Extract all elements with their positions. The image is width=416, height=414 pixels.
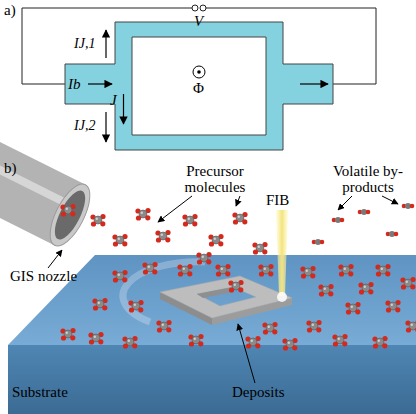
molecule bbox=[196, 252, 211, 265]
molecule bbox=[88, 332, 103, 345]
molecule bbox=[228, 280, 243, 293]
molecule bbox=[318, 284, 333, 297]
molecule bbox=[245, 336, 260, 349]
leader-arrow bbox=[238, 324, 255, 383]
current-arrow bbox=[300, 83, 328, 84]
gis-nozzle-rim bbox=[42, 178, 98, 251]
molecule bbox=[400, 277, 415, 290]
part-name: Deposits bbox=[232, 384, 285, 400]
molecule bbox=[142, 262, 157, 275]
current-arrow bbox=[105, 30, 106, 58]
panel-label: b) bbox=[4, 160, 17, 176]
molecule bbox=[188, 334, 203, 347]
leader-arrow bbox=[48, 250, 62, 268]
terminal bbox=[192, 5, 198, 11]
signal-name: V bbox=[194, 13, 203, 29]
byproduct bbox=[312, 239, 325, 245]
molecule bbox=[332, 334, 347, 347]
molecule bbox=[112, 270, 127, 283]
molecule bbox=[262, 322, 277, 335]
part-name: Precursor molecules bbox=[160, 163, 270, 195]
molecule bbox=[252, 242, 267, 255]
gis-nozzle-opening bbox=[49, 186, 91, 243]
part-name: GIS nozzle bbox=[10, 268, 77, 284]
molecule bbox=[375, 264, 390, 277]
signal-name: J bbox=[110, 92, 117, 108]
molecule bbox=[358, 282, 373, 295]
beam-spot bbox=[277, 292, 287, 302]
substrate-top bbox=[8, 255, 416, 345]
part-name: Substrate bbox=[12, 384, 68, 400]
ion-beam bbox=[276, 210, 288, 296]
part-name: FIB bbox=[266, 192, 289, 208]
current-arrow bbox=[88, 83, 112, 84]
molecule bbox=[156, 320, 171, 333]
leader-arrow bbox=[236, 196, 240, 206]
molecule bbox=[182, 214, 197, 227]
molecule bbox=[208, 234, 223, 247]
byproduct bbox=[358, 209, 371, 215]
byproducts bbox=[312, 203, 415, 245]
signal-name: Φ bbox=[193, 80, 204, 96]
molecule bbox=[372, 336, 387, 349]
molecule bbox=[135, 208, 150, 221]
substrate-front bbox=[8, 345, 416, 414]
molecule bbox=[112, 234, 127, 247]
panel-label: a) bbox=[4, 2, 16, 18]
terminal bbox=[200, 5, 206, 11]
molecule bbox=[405, 320, 416, 333]
molecule bbox=[60, 204, 75, 217]
molecule bbox=[128, 300, 143, 313]
molecule bbox=[177, 264, 192, 277]
leader-arrow bbox=[158, 196, 192, 222]
deposit-inner-wall bbox=[197, 287, 233, 298]
molecule bbox=[60, 328, 75, 341]
molecule bbox=[282, 338, 297, 351]
molecule bbox=[155, 230, 170, 243]
part-name: Volatile by-products bbox=[322, 163, 414, 195]
molecule bbox=[306, 320, 321, 333]
deposit-ring bbox=[160, 276, 292, 318]
signal-name: Ib bbox=[68, 76, 81, 92]
byproduct bbox=[402, 203, 415, 209]
molecule bbox=[215, 264, 230, 277]
signal-name: IJ,2 bbox=[74, 118, 95, 134]
leader-arrow bbox=[382, 196, 398, 204]
molecule bbox=[232, 212, 247, 225]
flux-symbol bbox=[197, 70, 201, 74]
molecule bbox=[385, 300, 400, 313]
molecule bbox=[90, 214, 105, 227]
flux-symbol bbox=[193, 66, 205, 78]
current-arrow bbox=[105, 112, 106, 142]
byproduct bbox=[386, 231, 399, 237]
molecule bbox=[338, 264, 353, 277]
precursor-molecules bbox=[60, 204, 416, 351]
molecule bbox=[300, 266, 315, 279]
molecule bbox=[345, 302, 360, 315]
molecule bbox=[122, 336, 137, 349]
current-arrow bbox=[123, 94, 124, 124]
molecule bbox=[92, 298, 107, 311]
byproduct bbox=[332, 217, 345, 223]
signal-name: IJ,1 bbox=[74, 36, 95, 52]
leader-arrow bbox=[338, 196, 352, 210]
gis-nozzle-highlight bbox=[0, 150, 64, 202]
molecule bbox=[258, 264, 273, 277]
squid-loop bbox=[65, 22, 333, 150]
